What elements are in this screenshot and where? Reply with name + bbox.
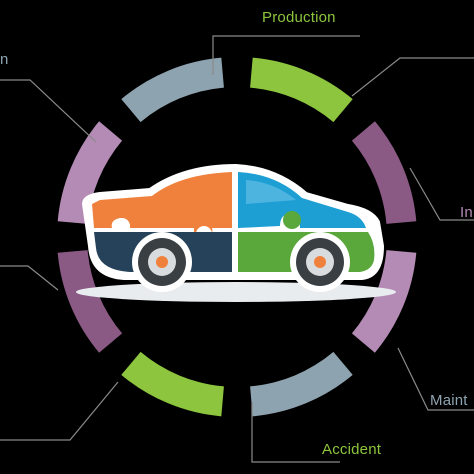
leader-production <box>212 35 360 75</box>
rear-wheel <box>290 232 350 292</box>
ring-segment-unlabeled-3 <box>57 121 123 224</box>
ring-segment-unlabeled-1 <box>351 121 417 224</box>
puzzle-knob-white-left <box>114 218 130 234</box>
stage-label-production: Production <box>262 9 336 26</box>
stage-label-in: In <box>460 204 473 221</box>
leader-bottom-left <box>0 381 119 441</box>
puzzle-knob-blue <box>283 211 301 229</box>
puzzle-piece-orange <box>92 172 232 241</box>
stage-label-n: n <box>0 51 9 68</box>
ring-segment-in <box>351 250 417 353</box>
leader-maint <box>397 347 474 411</box>
ring-segment-unlabeled-2 <box>57 250 123 353</box>
ring-segment-maintenance <box>250 351 353 417</box>
leader-left <box>0 265 59 291</box>
leader-top-right <box>351 57 474 97</box>
ring-segment-n <box>121 57 224 123</box>
leader-accident <box>251 402 340 463</box>
leader-n <box>0 79 97 143</box>
stage-label-maintenance: Maint <box>430 392 468 409</box>
front-wheel <box>132 232 192 292</box>
ring-segment-accident <box>121 351 224 417</box>
car-shadow <box>76 282 396 302</box>
ring-segment-production <box>250 57 353 123</box>
leader-in <box>409 167 474 221</box>
lifecycle-ring <box>57 57 417 417</box>
leader-lines <box>0 35 474 463</box>
stage-label-accident: Accident <box>322 441 382 458</box>
puzzle-car-icon <box>76 163 396 302</box>
car-window-highlight <box>246 180 296 204</box>
